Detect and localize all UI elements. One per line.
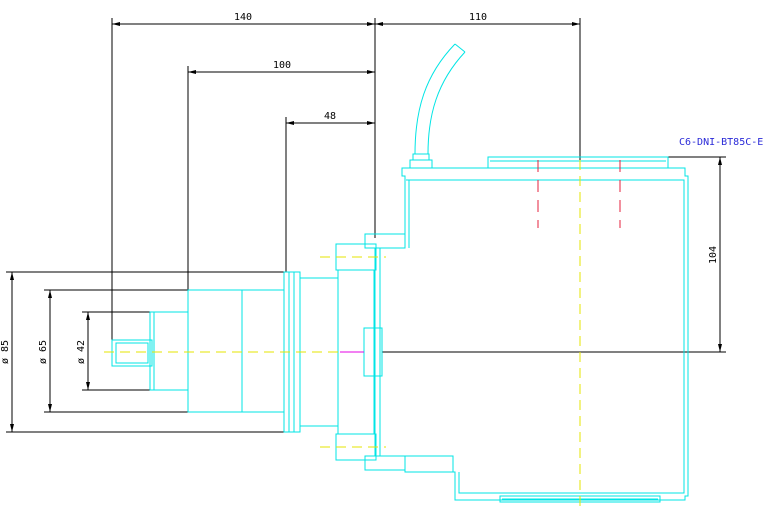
- connector-bottom: [364, 455, 406, 471]
- dimension-lines: [6, 18, 726, 433]
- cable-end: [454, 43, 466, 53]
- main-body-outline-inner: [406, 179, 685, 494]
- dimension-labels: 140 110 100 48 104 ø 85 ø 65 ø 42 C6-DNI…: [0, 12, 763, 364]
- dim-110-arrow-left: [375, 22, 383, 26]
- part-label: C6-DNI-BT85C-E: [679, 137, 763, 148]
- cable-gland: [409, 159, 433, 169]
- dim-dia65-arrow-top: [48, 290, 52, 298]
- dim-dia65-arrow-bottom: [48, 404, 52, 412]
- connector-bottom-ext: [404, 455, 454, 473]
- dim-100-arrow-left: [188, 70, 196, 74]
- dim-110-label: 110: [469, 12, 487, 23]
- dim-48-arrow-right: [367, 121, 375, 125]
- dim-100-label: 100: [273, 60, 291, 71]
- dim-dia42-arrow-top: [86, 312, 90, 320]
- body-middle: [187, 289, 285, 413]
- dim-dia42-arrow-bottom: [86, 382, 90, 390]
- dim-dia65-label: ø 65: [38, 340, 49, 364]
- dim-140-arrow-right: [367, 22, 375, 26]
- dim-dia85-arrow-top: [10, 272, 14, 280]
- dim-110-arrow-right: [572, 22, 580, 26]
- top-plate: [487, 156, 669, 169]
- connector-center: [363, 327, 383, 377]
- cable-outer: [414, 43, 456, 155]
- dim-104-arrow-bottom: [718, 344, 722, 352]
- shaft-tip-inner: [115, 342, 149, 364]
- shaft-tip: [111, 339, 153, 367]
- dim-140-arrow-left: [112, 22, 120, 26]
- dim-104-arrow-top: [718, 157, 722, 165]
- dim-48-label: 48: [324, 111, 336, 122]
- connector-top: [364, 233, 406, 249]
- dim-100-arrow-right: [367, 70, 375, 74]
- dim-104-label: 104: [708, 246, 719, 264]
- hidden-lines: [537, 160, 621, 228]
- dim-dia85-arrow-bottom: [10, 424, 14, 432]
- dim-dia42-label: ø 42: [76, 340, 87, 364]
- main-body-outline: [401, 167, 689, 501]
- cable-inner: [427, 51, 466, 155]
- dim-dia85-label: ø 85: [0, 340, 11, 364]
- dim-48-arrow-left: [286, 121, 294, 125]
- shaft-inner: [149, 311, 189, 391]
- dim-140-label: 140: [234, 12, 252, 23]
- cable-gland-base: [412, 153, 430, 161]
- part-geometry: [111, 43, 689, 503]
- center-lines: [104, 160, 581, 512]
